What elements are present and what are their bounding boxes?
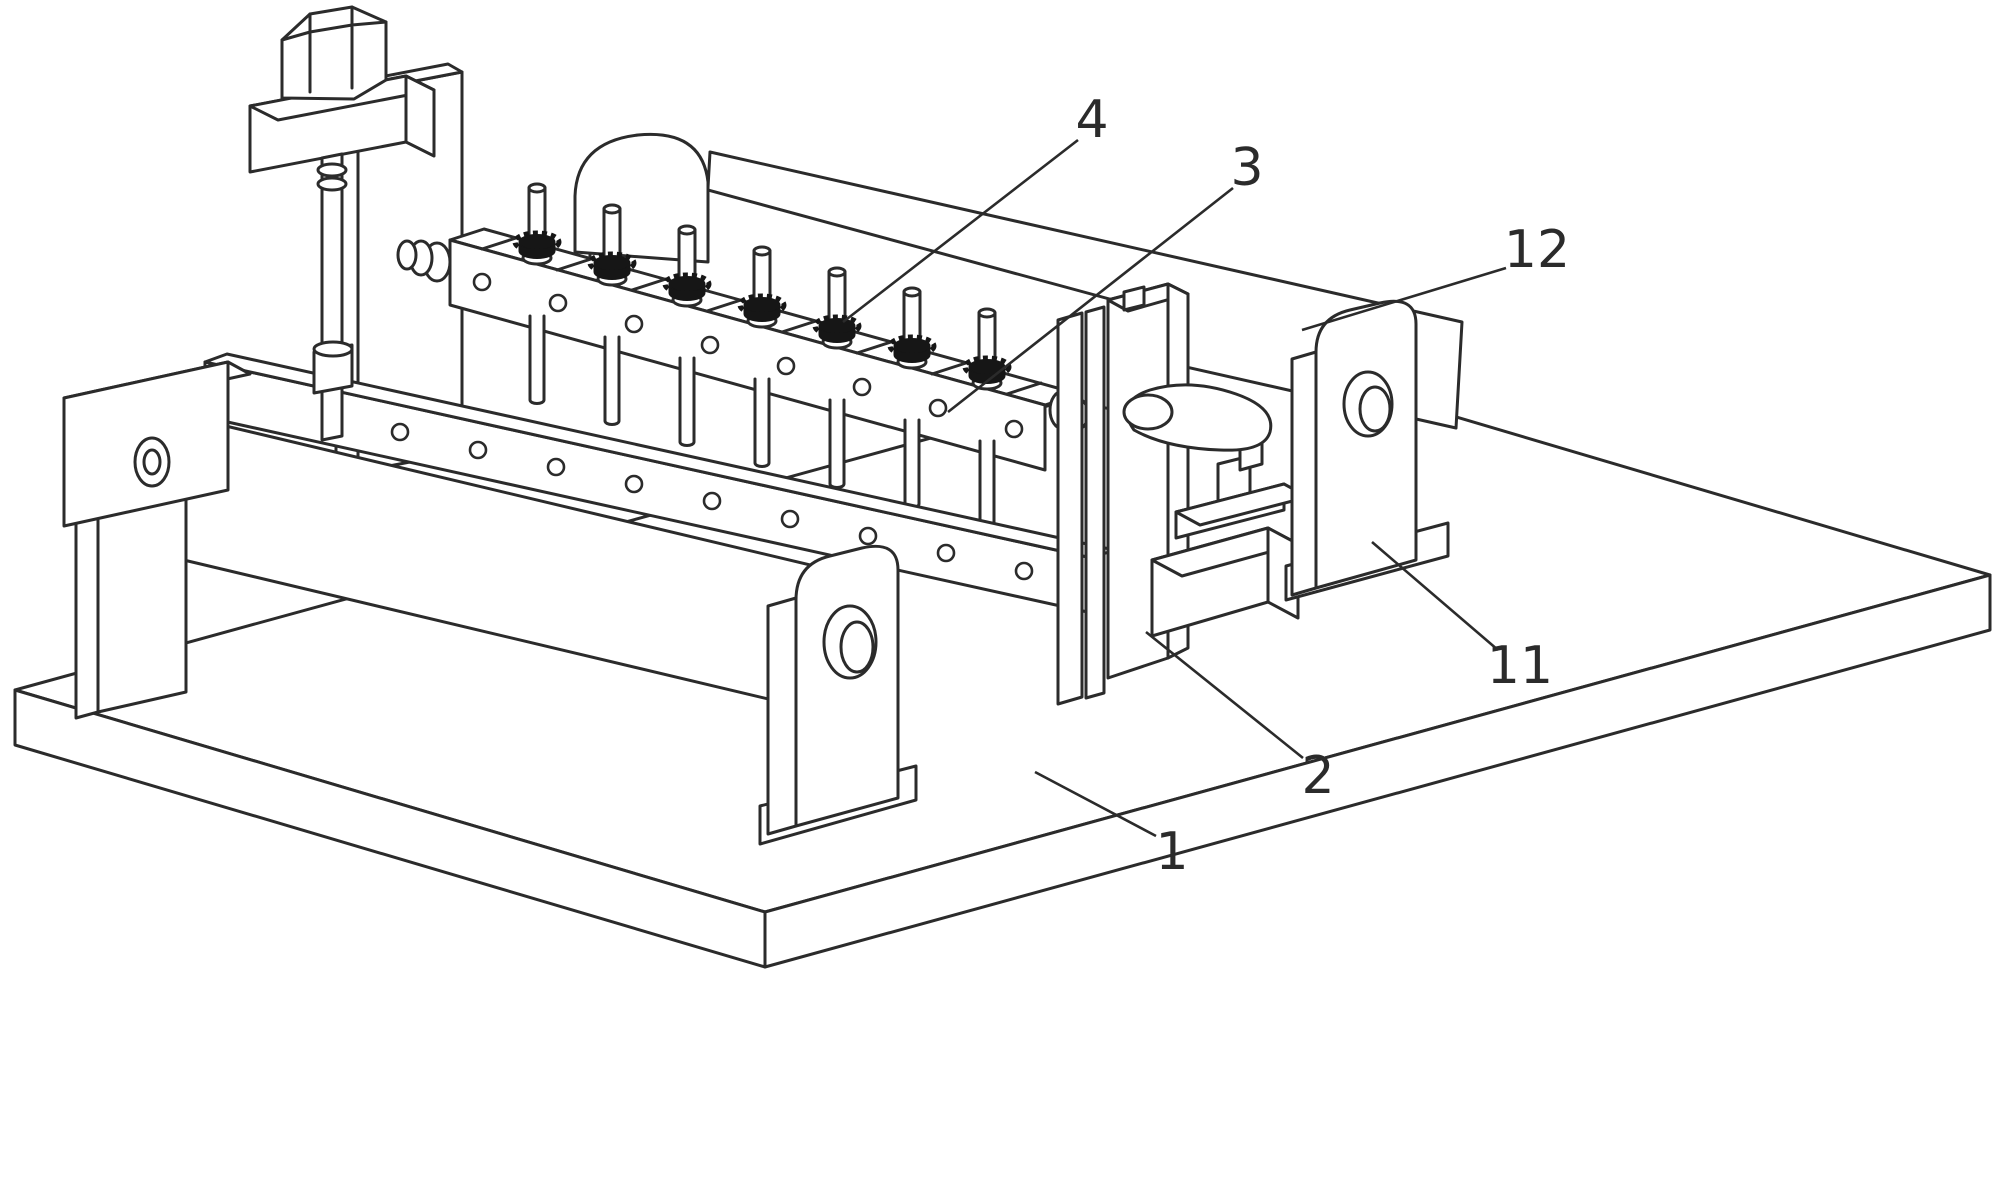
bracket-front bbox=[1314, 299, 1418, 590]
left-roller-stand bbox=[62, 360, 252, 720]
lead-screw-assembly bbox=[248, 5, 436, 442]
ref-label-3: 3 bbox=[1230, 138, 1263, 198]
bar-hole bbox=[928, 398, 948, 418]
toggle-clamp bbox=[1122, 383, 1310, 638]
ref-label-1: 1 bbox=[1155, 822, 1188, 882]
plate-top-notch bbox=[1122, 285, 1146, 312]
bracket-eye-bore bbox=[1358, 385, 1392, 433]
guide-plate-2 bbox=[1084, 305, 1106, 700]
bar-hole bbox=[852, 377, 872, 397]
leader-line-2 bbox=[1145, 630, 1304, 760]
motor-facet-lines bbox=[280, 5, 388, 94]
leader-line-1 bbox=[1034, 770, 1157, 838]
bar-hole bbox=[472, 272, 492, 292]
screw-coupler-ring bbox=[316, 162, 348, 178]
rail-hole bbox=[390, 422, 410, 442]
clamp-handle-knob bbox=[1122, 393, 1174, 431]
guide-plates bbox=[1056, 305, 1106, 706]
bar-left-cap bbox=[396, 239, 418, 271]
guide-plate-1 bbox=[1056, 311, 1084, 706]
bar-hole bbox=[776, 356, 796, 376]
ref-label-12: 12 bbox=[1504, 220, 1570, 280]
rail-hole bbox=[702, 491, 722, 511]
ref-label-2: 2 bbox=[1301, 746, 1334, 806]
stand-post-front bbox=[96, 486, 188, 714]
bar-hole bbox=[624, 314, 644, 334]
leader-line-4 bbox=[842, 138, 1079, 324]
screw-coupler-ring bbox=[316, 176, 348, 192]
rail-hole bbox=[468, 440, 488, 460]
lead-screw-rod bbox=[320, 152, 344, 442]
bracket-front bbox=[794, 544, 900, 828]
leader-line-12 bbox=[1301, 266, 1507, 332]
screw-collar-top bbox=[312, 340, 354, 358]
rail-hole bbox=[858, 526, 878, 546]
bar-hole bbox=[548, 293, 568, 313]
leader-line-11 bbox=[1371, 541, 1499, 651]
ref-label-11: 11 bbox=[1487, 636, 1553, 696]
rail-hole bbox=[1014, 561, 1034, 581]
bar-hole bbox=[1004, 419, 1024, 439]
bar-hole bbox=[700, 335, 720, 355]
bracket-eye-bore bbox=[839, 620, 875, 674]
slot-division-lines bbox=[480, 236, 1043, 396]
middle-support-bracket bbox=[758, 544, 918, 846]
stand-post-side bbox=[74, 506, 100, 720]
motor-hex-cap bbox=[280, 5, 388, 101]
rail-hole bbox=[780, 509, 800, 529]
bar-front-face bbox=[448, 238, 1047, 472]
base-plate bbox=[13, 351, 1992, 969]
stand-shaft-end bbox=[142, 448, 162, 476]
right-support-bracket bbox=[1284, 299, 1450, 602]
ref-label-4: 4 bbox=[1075, 90, 1108, 150]
leader-line-3 bbox=[947, 186, 1234, 414]
rail-hole bbox=[624, 474, 644, 494]
bracket-side bbox=[766, 596, 798, 836]
annotations: 4 3 12 11 2 1 bbox=[842, 90, 1570, 882]
flange-side-face bbox=[404, 74, 436, 158]
bracket-side bbox=[1290, 350, 1318, 597]
rail-hole bbox=[936, 543, 956, 563]
base-right-face bbox=[763, 573, 1992, 969]
rail-hole bbox=[546, 457, 566, 477]
